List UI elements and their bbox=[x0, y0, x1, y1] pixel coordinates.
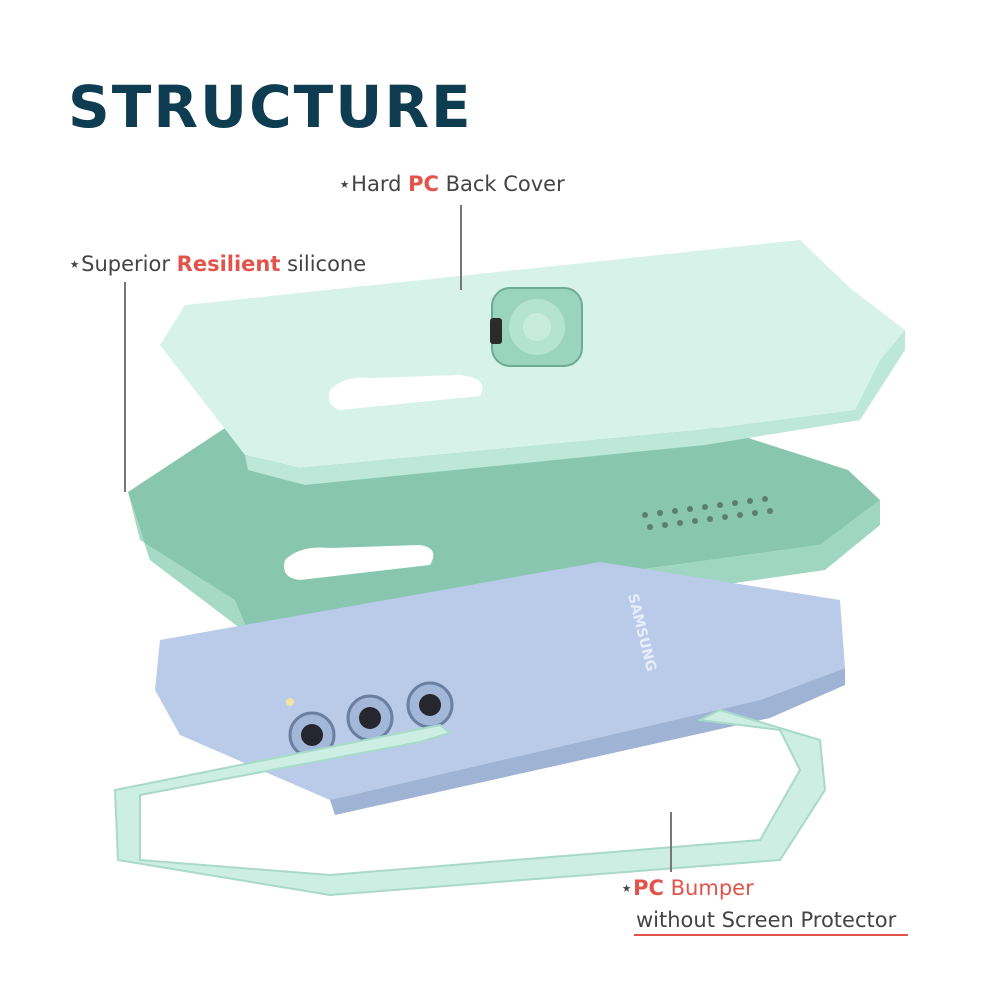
leader-silicone bbox=[124, 282, 126, 492]
label-bumper-subtitle: without Screen Protector bbox=[636, 908, 897, 932]
star-icon: ⋆ bbox=[620, 876, 634, 900]
pc-bumper bbox=[113, 708, 827, 897]
label-silicone: ⋆Superior Resilient silicone bbox=[68, 252, 367, 276]
label-bumper: ⋆PC Bumper bbox=[620, 876, 754, 900]
bumper-underline bbox=[634, 934, 908, 936]
leader-bumper bbox=[670, 812, 672, 872]
star-icon: ⋆ bbox=[338, 172, 352, 196]
star-icon: ⋆ bbox=[68, 252, 82, 276]
page-title: STRUCTURE bbox=[68, 73, 473, 141]
ring-holder-icon bbox=[490, 287, 583, 367]
leader-back-cover bbox=[460, 205, 462, 290]
label-back-cover: ⋆Hard PC Back Cover bbox=[338, 172, 565, 196]
pc-back-cover bbox=[160, 240, 905, 485]
